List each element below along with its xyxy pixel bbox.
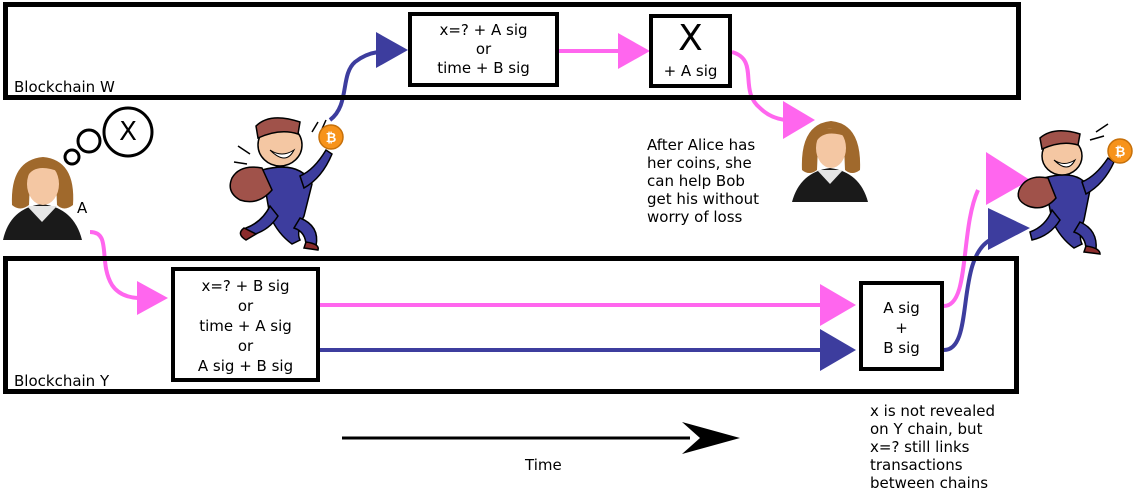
tx-y-escrow: x=? + B sig or time + A sig or A sig + B… bbox=[171, 267, 320, 382]
bitcoin-coin-icon: ₿ bbox=[318, 124, 344, 150]
alice-arrowhead-alice bbox=[783, 101, 815, 139]
alice-arrowhead-bob bbox=[986, 152, 1030, 205]
blockchain-w-label: Blockchain W bbox=[14, 78, 115, 96]
bitcoin-coin-icon: ₿ bbox=[1107, 138, 1133, 164]
time-arrowhead bbox=[682, 422, 740, 454]
note-line: x=? still links bbox=[870, 438, 970, 456]
alice-flow-w-claim-to-alice bbox=[731, 50, 786, 122]
tx-w-escrow-line: time + B sig bbox=[437, 59, 530, 77]
blockchain-w-region: Blockchain W bbox=[3, 2, 1021, 100]
svg-text:₿: ₿ bbox=[1115, 145, 1126, 160]
tx-w-escrow-line: or bbox=[475, 40, 492, 58]
note-line: between chains bbox=[870, 474, 989, 492]
tx-y-claim-line: A sig bbox=[883, 299, 920, 317]
tx-y-escrow-line: or bbox=[237, 337, 254, 355]
alice-left-figure bbox=[3, 157, 82, 240]
note-line: her coins, she bbox=[647, 154, 752, 172]
note-line: x is not revealed bbox=[870, 402, 996, 420]
tx-w-claim: X + A sig bbox=[649, 14, 732, 88]
alice-arrowhead-y-escrow bbox=[137, 281, 168, 315]
tx-y-escrow-line: A sig + B sig bbox=[197, 357, 294, 375]
alice-right-figure bbox=[792, 121, 868, 202]
tx-y-escrow-line: time + A sig bbox=[199, 317, 292, 335]
thought-bubble-small bbox=[63, 148, 81, 166]
tx-y-escrow-line: x=? + B sig bbox=[201, 277, 290, 295]
tx-y-escrow-line: or bbox=[237, 297, 254, 315]
note-after-alice: After Alice has her coins, she can help … bbox=[647, 136, 759, 226]
note-line: get his without bbox=[647, 190, 760, 208]
note-line: can help Bob bbox=[647, 172, 745, 190]
revealed-secret-x: X bbox=[678, 18, 703, 59]
bob-flow-to-w-escrow bbox=[328, 50, 379, 122]
note-line: transactions bbox=[870, 456, 963, 474]
bob-arrowhead-bob bbox=[988, 208, 1030, 250]
alice-arrowhead-w-claim bbox=[618, 33, 650, 69]
note-line: worry of loss bbox=[647, 208, 743, 226]
tx-y-claim-line: B sig bbox=[883, 339, 920, 357]
tx-y-claim: A sig + B sig bbox=[859, 281, 944, 371]
note-line: After Alice has bbox=[647, 136, 756, 154]
note-x-not-revealed: x is not revealed on Y chain, but x=? st… bbox=[870, 402, 995, 492]
thought-bubble-large bbox=[102, 106, 154, 158]
bob-left-figure bbox=[229, 117, 333, 251]
tx-w-escrow: x=? + A sig or time + B sig bbox=[408, 12, 559, 87]
bob-flow-y-claim-to-bob bbox=[943, 238, 992, 352]
bob-arrowhead-w-escrow bbox=[376, 32, 408, 68]
bob-right-figure bbox=[1017, 123, 1115, 255]
time-axis-label: Time bbox=[525, 456, 562, 474]
alice-thought-secret: X bbox=[119, 117, 137, 147]
bob-arrowhead-y-claim bbox=[820, 329, 856, 371]
tx-w-claim-sig: + A sig bbox=[663, 62, 718, 80]
blockchain-y-label: Blockchain Y bbox=[14, 372, 110, 390]
blockchain-y-region: Blockchain Y bbox=[3, 256, 1019, 394]
thought-bubble-medium bbox=[76, 128, 102, 154]
note-line: on Y chain, but bbox=[870, 420, 983, 438]
alice-label: A bbox=[77, 199, 88, 217]
tx-w-escrow-line: x=? + A sig bbox=[439, 21, 528, 39]
alice-flow-y-claim-to-bob bbox=[943, 189, 980, 308]
alice-flow-to-y-escrow bbox=[89, 230, 139, 300]
tx-y-claim-line: + bbox=[895, 319, 908, 337]
svg-text:₿: ₿ bbox=[326, 131, 337, 146]
alice-arrowhead-y-claim bbox=[820, 284, 856, 326]
